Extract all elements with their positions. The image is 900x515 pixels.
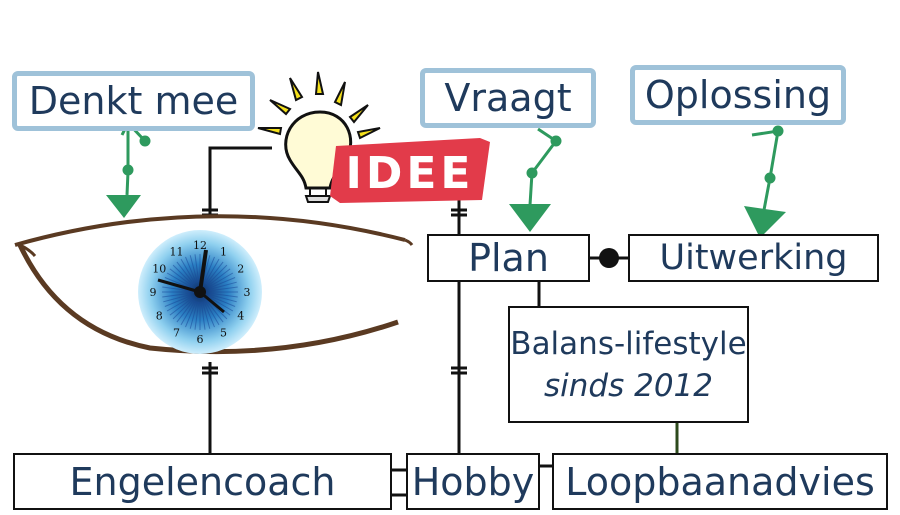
- node-balans-subtitle: sinds 2012: [544, 367, 713, 404]
- clock-ray: [205, 299, 224, 323]
- clock-ray: [169, 268, 193, 287]
- clock-minute-hand: [157, 278, 201, 294]
- node-plan: Plan: [427, 234, 590, 282]
- clock-ray: [162, 292, 191, 298]
- clock-hour-hand: [198, 249, 208, 293]
- arrow-denkt-mee: [106, 121, 151, 218]
- clock-ray: [202, 301, 211, 329]
- clock-ray: [200, 301, 206, 330]
- bubble-vraagt-label: Vraagt: [444, 76, 572, 120]
- clock-ray: [209, 277, 236, 289]
- clock-ray: [164, 295, 191, 307]
- eye-upper-lid: [14, 214, 406, 247]
- node-balans-title: Balans-lifestyle: [510, 325, 747, 362]
- clock-ray: [203, 256, 215, 283]
- clock-ray: [172, 298, 194, 320]
- clock-ray: [180, 300, 196, 326]
- arrow-oplossing: [744, 125, 786, 238]
- idee-banner: [330, 138, 490, 203]
- clock-ray: [194, 254, 200, 283]
- clock-number: 9: [150, 286, 157, 299]
- arrow-vraagt: [509, 127, 562, 232]
- bubble-oplossing-label: Oplossing: [644, 73, 832, 117]
- node-engelencoach: Engelencoach: [13, 453, 392, 510]
- clock-number: 7: [173, 327, 180, 340]
- clock-ray: [194, 301, 200, 330]
- clock-ray: [176, 299, 195, 323]
- clock-center: [194, 286, 206, 298]
- clock-number: 4: [237, 310, 244, 323]
- node-uitwerking: Uitwerking: [628, 234, 879, 282]
- clock-number: 12: [193, 239, 207, 252]
- clock-ray: [207, 268, 231, 287]
- clock-number: 11: [170, 245, 184, 258]
- clock-ray: [185, 301, 197, 328]
- clock-number: 2: [237, 263, 244, 276]
- clock-ray: [209, 286, 238, 292]
- clock-ray: [164, 277, 191, 289]
- bubble-denkt-mee-label: Denkt mee: [28, 79, 239, 123]
- node-hobby: Hobby: [406, 453, 540, 510]
- clock-ray: [208, 296, 234, 312]
- clock-ray: [176, 261, 195, 285]
- clock-ray: [205, 261, 224, 285]
- clock-ray: [203, 301, 215, 328]
- clock-number: 8: [156, 310, 163, 323]
- idee-label: IDEE: [345, 148, 474, 199]
- clock-number: 3: [244, 286, 251, 299]
- node-balans-lifestyle: Balans-lifestyle sinds 2012: [508, 306, 749, 423]
- clock-number: 10: [152, 263, 166, 276]
- connector-eye-to-idea: [208, 146, 272, 215]
- clock-ray: [206, 264, 228, 286]
- clock-ray: [162, 286, 191, 292]
- idea-illustration: IDEE: [257, 71, 490, 203]
- node-loopbaanadvies-label: Loopbaanadvies: [565, 459, 875, 504]
- clock-ray: [180, 258, 196, 284]
- bulb-rays-icon: [257, 71, 381, 140]
- eye-lower-lid: [17, 243, 399, 355]
- clock-ray: [209, 294, 237, 303]
- clock-ray: [204, 258, 220, 284]
- clock-ray: [204, 300, 220, 326]
- clock-number: 5: [220, 327, 227, 340]
- clock-ray: [189, 255, 198, 283]
- clock-ray: [209, 295, 236, 307]
- clock-ray: [209, 292, 238, 298]
- clock-number: 1: [220, 245, 227, 258]
- node-uitwerking-label: Uitwerking: [659, 238, 848, 278]
- clock-ray: [166, 272, 192, 288]
- node-loopbaanadvies: Loopbaanadvies: [552, 453, 888, 510]
- node-plan-label: Plan: [468, 236, 549, 280]
- clock-ray: [172, 264, 194, 286]
- clock-ray: [208, 272, 234, 288]
- bubble-denkt-mee: Denkt mee: [12, 71, 255, 131]
- node-engelencoach-label: Engelencoach: [69, 459, 336, 504]
- clock-ray: [185, 256, 197, 283]
- eye-upper-lid-end: [404, 238, 414, 246]
- clock-ray: [189, 301, 198, 329]
- green-arrows: [106, 121, 786, 238]
- bubble-vraagt: Vraagt: [420, 68, 596, 128]
- clock-ray: [163, 294, 191, 303]
- node-hobby-label: Hobby: [411, 459, 535, 504]
- connector-dot: [599, 248, 619, 268]
- bubble-oplossing: Oplossing: [630, 65, 846, 125]
- clock-ray: [169, 297, 193, 316]
- clock-number: 6: [197, 333, 204, 346]
- clock-ray: [166, 296, 192, 312]
- clock-ray: [209, 281, 237, 290]
